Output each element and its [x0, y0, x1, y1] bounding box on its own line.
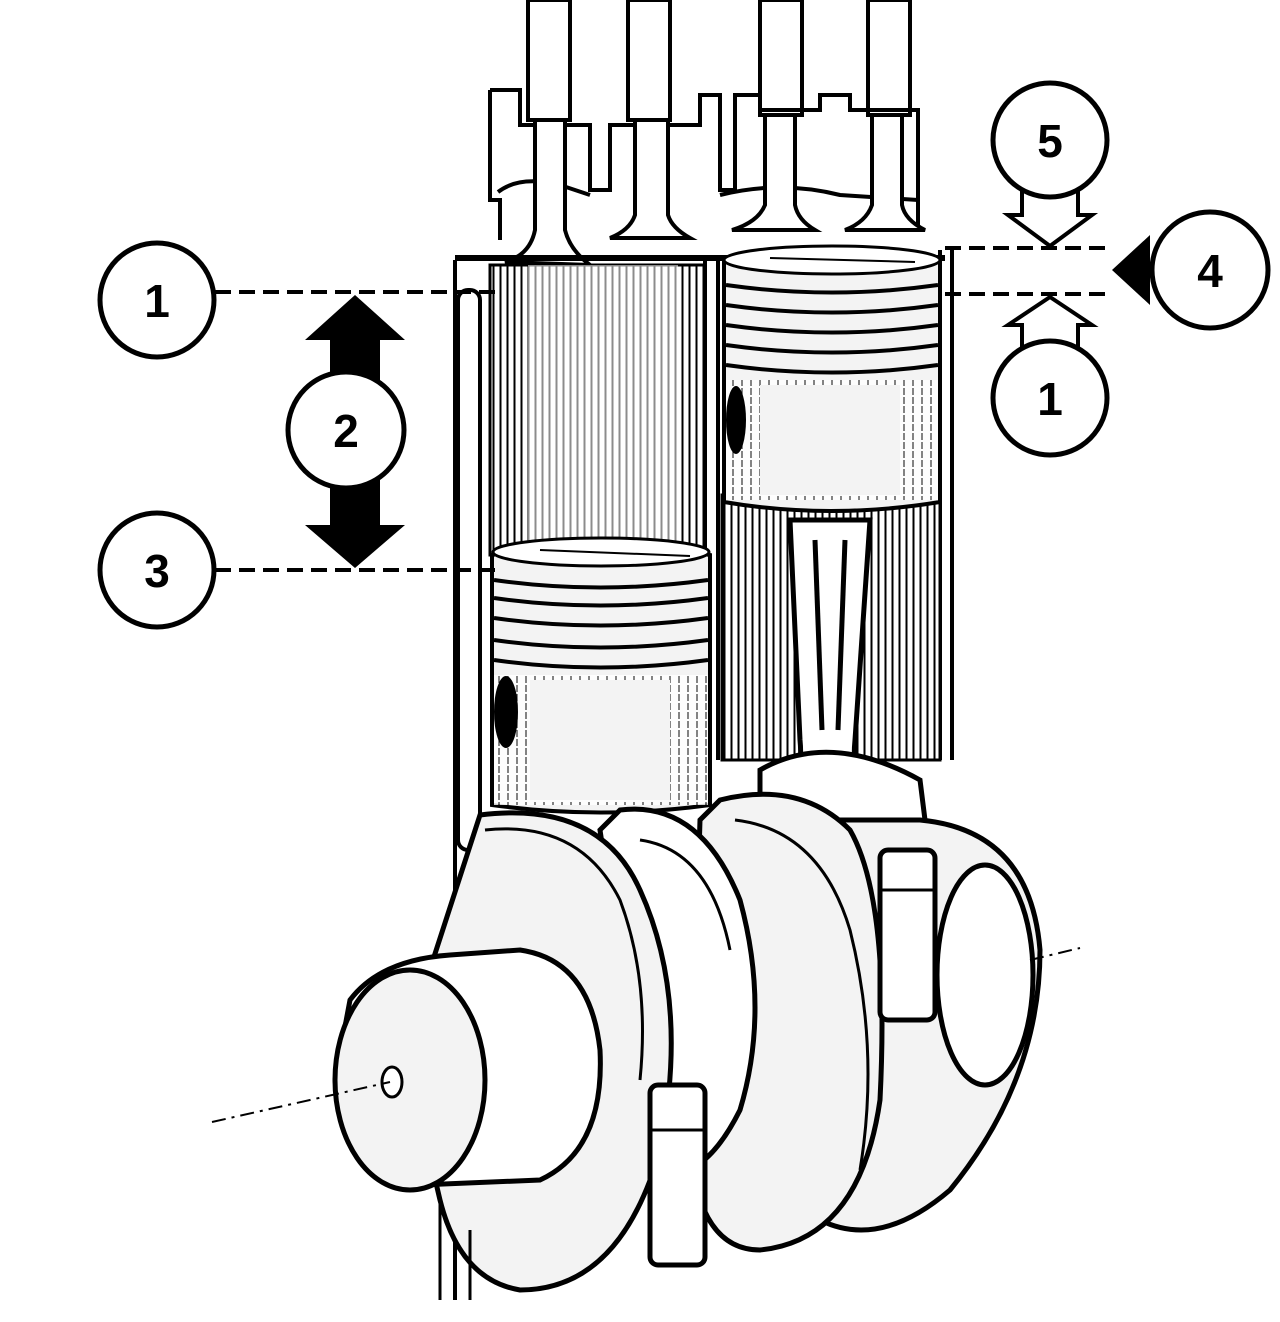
valve-stem — [758, 0, 804, 117]
exhaust-valve — [609, 118, 698, 240]
callout-1-left: 1 — [97, 240, 217, 360]
exhaust-valve — [844, 113, 926, 232]
svg-text:3: 3 — [144, 545, 170, 597]
callout-4: 4 — [1149, 209, 1271, 331]
svg-text:2: 2 — [333, 405, 359, 457]
arrow-up-icon — [1001, 294, 1099, 350]
crankshaft — [332, 791, 1043, 1300]
callout-5: 5 — [990, 80, 1110, 200]
callout-1-right: 1 — [990, 338, 1110, 458]
svg-text:4: 4 — [1197, 245, 1223, 297]
valve-stem — [866, 0, 912, 117]
valve-stem — [626, 0, 672, 122]
valve-train — [488, 0, 926, 268]
callout-2: 2 — [285, 369, 407, 491]
svg-text:1: 1 — [144, 275, 170, 327]
rod-cap-bolt — [647, 1082, 708, 1268]
intake-valve — [731, 113, 823, 232]
svg-text:5: 5 — [1037, 115, 1063, 167]
callout-3: 3 — [97, 510, 217, 630]
reference-lines — [215, 246, 1112, 572]
callouts: 1 2 3 4 5 1 — [97, 80, 1271, 630]
gap-arrows — [1001, 190, 1099, 350]
cylinder-left — [488, 263, 707, 557]
crank-axis — [211, 947, 1081, 1123]
rod-cap-bolt — [877, 847, 938, 1023]
arrow-left-icon — [1112, 235, 1150, 305]
arrow-down-icon — [1001, 190, 1099, 249]
svg-text:1: 1 — [1037, 373, 1063, 425]
valve-stem — [526, 0, 572, 122]
piston-tdc — [722, 244, 942, 513]
piston-bdc — [490, 536, 712, 815]
